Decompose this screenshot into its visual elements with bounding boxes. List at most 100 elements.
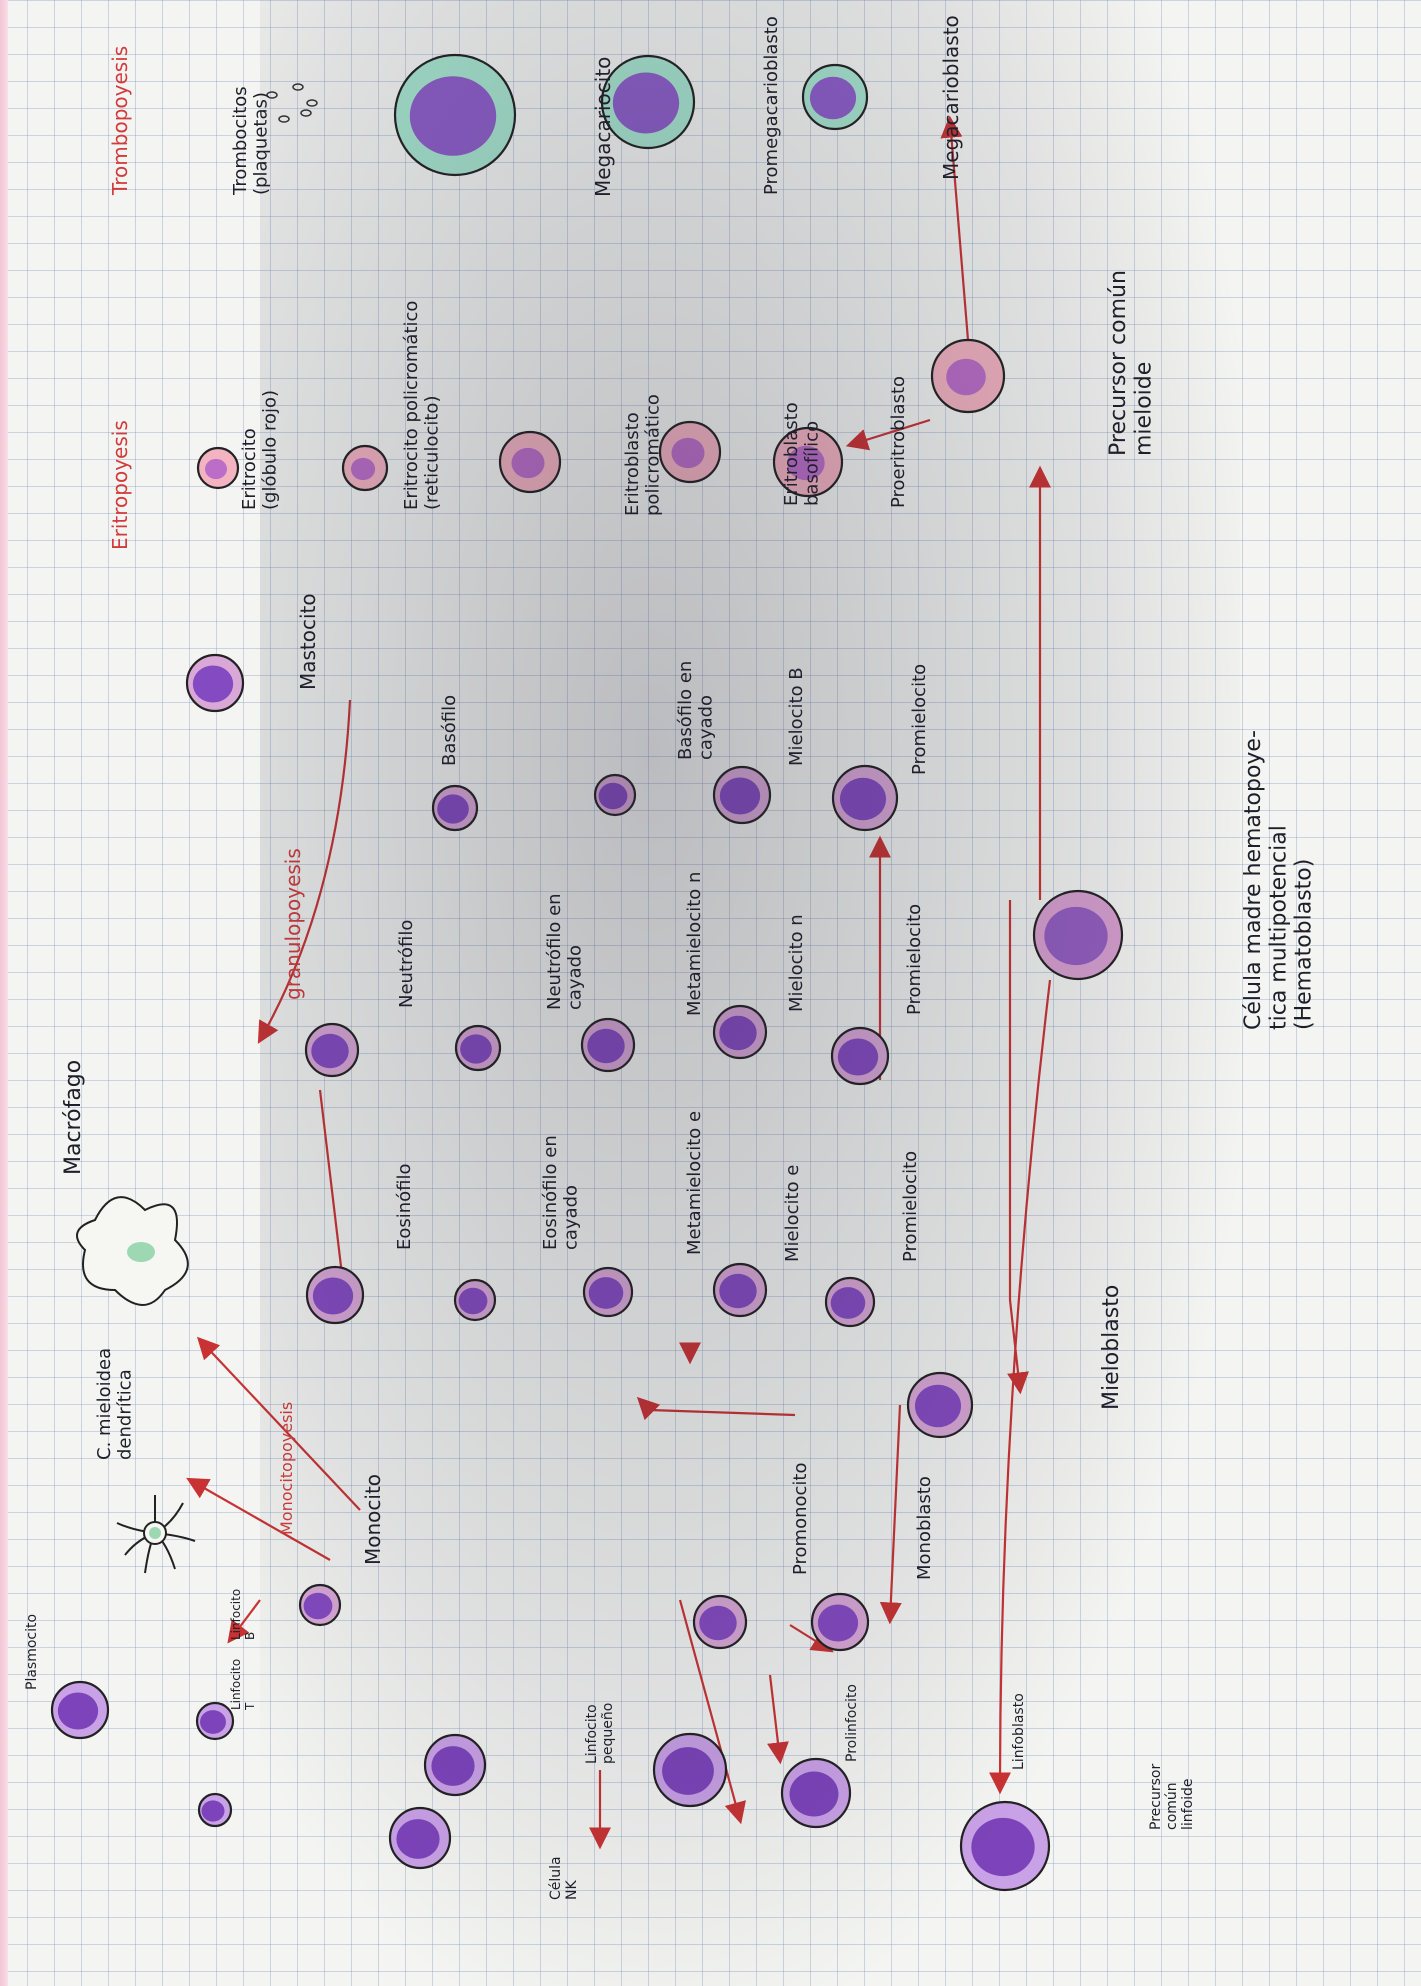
cell-plasmocito (52, 1682, 108, 1738)
label-plasmocito: Plasmocito (24, 1614, 40, 1690)
cell-prolinfocito (654, 1734, 726, 1806)
process-label-eritropoyesis: Eritropoyesis (108, 420, 132, 550)
cell-nucleus (200, 1710, 226, 1734)
label-trombocitos: Trombocitos(plaquetas) (230, 86, 272, 196)
cell-nucleus (431, 1746, 474, 1786)
cell-nucleus (599, 783, 628, 809)
label-macrofago: Macrófago (61, 1060, 86, 1175)
cell-eosinofilo (307, 1267, 363, 1323)
cell-trombocitos (267, 84, 317, 122)
process-label-trombopoyesis: Trombopoyesis (108, 46, 132, 196)
label-proeritroblasto: Proeritroblasto (888, 376, 909, 508)
label-neutrofilo-cayado: Neutrófilo encayado (544, 893, 586, 1010)
label-mielocito-e: Mielocito e (782, 1165, 803, 1262)
cell-nucleus (193, 665, 233, 702)
label-metamielocito-n: Metamielocito n (684, 872, 705, 1016)
cell-nucleus (304, 1593, 333, 1619)
cell-nucleus (205, 459, 227, 479)
macrophage-nucleus (127, 1242, 155, 1262)
cell-nucleus (672, 438, 705, 468)
cell-nucleus (459, 1288, 488, 1314)
label-promielocito-n: Promielocito (904, 904, 925, 1015)
cell-mielocito-e (714, 1264, 766, 1316)
cell-basofilo-cayado (595, 775, 635, 815)
label-mieloblasto: Mieloblasto (1099, 1285, 1124, 1410)
cell-nucleus (946, 359, 986, 395)
cell-nucleus (1044, 907, 1107, 965)
label-eritroblasto-basofilico: Eritroblastobasofílico (781, 402, 823, 506)
cell-mastocito (187, 655, 243, 711)
label-megacariocito: Megacariocito (591, 57, 615, 197)
cell-nucleus (589, 1277, 624, 1309)
cell-monoblasto (812, 1594, 868, 1650)
cell-nucleus (396, 1819, 439, 1859)
arrow-hsc-to-clp (1000, 980, 1050, 1790)
label-promonocito: Promonocito (790, 1463, 811, 1576)
cell-promielocito-b (833, 766, 897, 830)
label-linfoblasto: Linfoblasto (1011, 1693, 1027, 1770)
label-megacarioblasto: Megacarioblasto (939, 15, 963, 180)
cell-nucleus (719, 1274, 756, 1308)
cell-nucleus (699, 1606, 736, 1640)
cell-nucleus (818, 1604, 858, 1641)
arrow-mieloblasto-to-monoblasto (890, 1405, 900, 1620)
cell-nucleus (720, 777, 760, 814)
label-promegacarioblasto: Promegacarioblasto (761, 16, 782, 195)
cell-promegacarioblasto (602, 56, 694, 148)
cell-nucleus (313, 1277, 353, 1314)
cell-mielocito-b (714, 767, 770, 823)
cell-basofilo (433, 786, 477, 830)
label-linfocito-pequeno: Linfocitopequeño (584, 1703, 616, 1764)
platelet-icon (279, 116, 289, 122)
cell-mieloblasto (908, 1373, 972, 1437)
cell-promielocito-n (832, 1028, 888, 1084)
label-clp: Precursorcomúnlinfoide (1148, 1764, 1196, 1830)
labels-layer: Célula madre hematopoye-tica multipotenc… (24, 15, 1317, 1900)
cell-nucleus (201, 1800, 224, 1821)
label-basofilo-cayado: Basófilo encayado (675, 661, 717, 760)
platelet-icon (307, 100, 317, 106)
cell-megacarioblasto (803, 65, 867, 129)
cell-nucleus (971, 1818, 1034, 1876)
cell-nucleus (838, 1038, 878, 1075)
platelet-icon (301, 110, 311, 116)
cell-promonocito (694, 1596, 746, 1648)
cell-eritrocito-policromatico (343, 446, 387, 490)
label-neutrofilo: Neutrófilo (396, 920, 417, 1008)
cell-nucleus (719, 1016, 756, 1050)
label-eosinofilo-cayado: Eosinófilo encayado (540, 1135, 582, 1250)
cell-nucleus (831, 1287, 866, 1319)
label-eritrocito-policromatico: Eritrocito policromático(reticulocito) (401, 301, 443, 510)
label-eosinofilo: Eosinófilo (394, 1163, 415, 1250)
cell-macrofago (77, 1197, 188, 1305)
cell-eritrocito (198, 448, 238, 488)
cell-linfoblasto (782, 1759, 850, 1827)
platelet-icon (293, 84, 303, 90)
cell-dendritica (117, 1495, 195, 1573)
label-monocito: Monocito (361, 1474, 385, 1565)
arrow-mono-to-dendritic (190, 1480, 330, 1560)
cell-eritroblasto-policromatico (500, 432, 560, 492)
arrow-monoblasto-to-linfoblasto (770, 1675, 780, 1760)
cell-nucleus (437, 794, 469, 823)
cell-neutrofilo (306, 1024, 358, 1076)
cell-nucleus (790, 1771, 839, 1816)
label-celula-nk: CélulaNK (548, 1856, 580, 1900)
cell-linfocito-pequeno (425, 1735, 485, 1795)
cell-neutrofilo-cayado (456, 1026, 500, 1070)
cells-layer (52, 55, 1122, 1890)
cell-cmp (932, 340, 1004, 412)
label-mielocito-b: Mielocito B (786, 667, 807, 766)
label-mastocito: Mastocito (296, 593, 320, 690)
cell-mielocito-n (714, 1006, 766, 1058)
arrow-promonocito (640, 1400, 795, 1415)
cell-nucleus (512, 448, 545, 478)
cell-promielocito-e (826, 1278, 874, 1326)
cell-celula-nk (390, 1808, 450, 1868)
label-cmp: Precursor comúnmieloide (1106, 270, 1156, 456)
label-promielocito-e: Promielocito (900, 1151, 921, 1262)
cell-linfocito-t (199, 1794, 231, 1826)
cell-clp (961, 1802, 1049, 1890)
process-label-granulopoyesis: granulopoyesis (281, 848, 305, 1000)
